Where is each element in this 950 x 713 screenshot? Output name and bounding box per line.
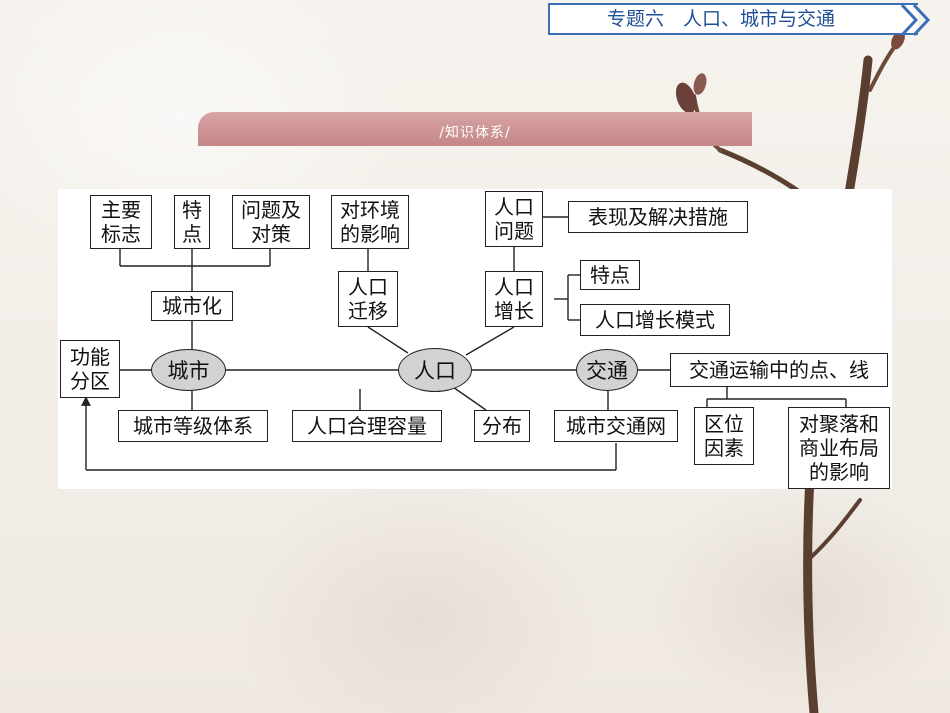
node-city-hierarchy: 城市等级体系 xyxy=(118,410,268,442)
node-carrying-capacity: 人口合理容量 xyxy=(292,410,442,442)
header-banner: 专题六 人口、城市与交通 xyxy=(548,3,918,35)
node-manifestations-solutions: 表现及解决措施 xyxy=(568,201,748,233)
node-functional-zones: 功能 分区 xyxy=(60,340,120,398)
node-population-growth: 人口 增长 xyxy=(485,271,543,327)
diagram-connectors xyxy=(81,216,847,471)
header-title: 专题六 人口、城市与交通 xyxy=(606,8,835,30)
node-urban-transport-network: 城市交通网 xyxy=(554,410,678,442)
node-city: 城市 xyxy=(151,349,226,391)
node-location-factors: 区位 因素 xyxy=(694,407,754,465)
node-growth-features: 特点 xyxy=(580,260,640,290)
node-transport-points-lines: 交通运输中的点、线 xyxy=(670,353,888,387)
node-settlement-commerce-impact: 对聚落和 商业布局 的影响 xyxy=(788,407,890,489)
node-main-indicators: 主要 标志 xyxy=(90,195,152,249)
knowledge-diagram: 主要 标志 特 点 问题及 对策 城市化 功能 分区 城市 城市等级体系 对环境… xyxy=(58,189,892,489)
node-city-features: 特 点 xyxy=(174,195,210,249)
node-population-problems: 人口 问题 xyxy=(485,191,543,247)
chevron-right-icon xyxy=(900,3,931,37)
section-title-bar: /知识体系/ xyxy=(198,112,752,146)
node-transport: 交通 xyxy=(576,349,638,391)
node-population: 人口 xyxy=(398,348,472,392)
node-migration: 人口 迁移 xyxy=(338,271,398,327)
node-problems-countermeasures: 问题及 对策 xyxy=(232,195,310,249)
node-urbanization: 城市化 xyxy=(151,291,233,321)
node-environmental-impact: 对环境 的影响 xyxy=(331,195,409,249)
node-growth-models: 人口增长模式 xyxy=(580,304,730,336)
node-distribution: 分布 xyxy=(474,410,530,442)
section-title: /知识体系/ xyxy=(439,125,511,141)
